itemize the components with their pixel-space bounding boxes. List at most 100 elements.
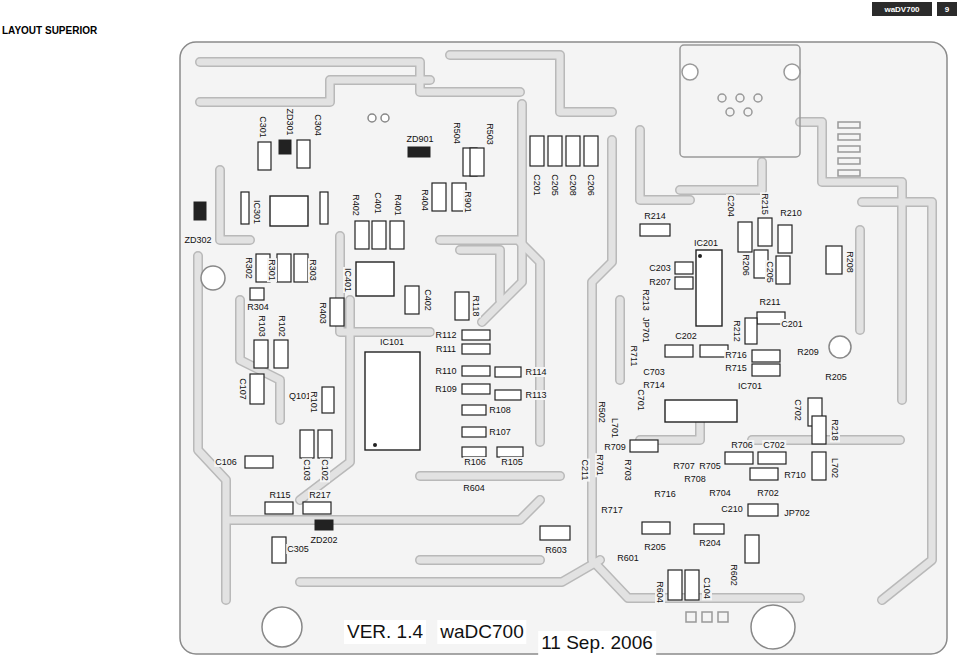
connector-footprint — [754, 94, 762, 102]
part-designator: R601 — [616, 553, 640, 563]
part-designator: R705 — [698, 461, 722, 471]
part-designator: R205 — [643, 542, 667, 552]
component-body — [462, 427, 486, 437]
component-body — [250, 374, 264, 404]
part-designator: R215 — [760, 192, 770, 216]
part-designator: R208 — [845, 250, 855, 274]
component-body — [826, 246, 842, 274]
component-body — [758, 218, 772, 246]
part-designator: IC701 — [737, 381, 763, 391]
component-body — [685, 570, 699, 600]
component-body — [752, 364, 780, 376]
part-designator: R106 — [463, 457, 487, 467]
part-designator: R102 — [277, 314, 287, 338]
part-designator: R109 — [434, 384, 458, 394]
component-body — [462, 405, 486, 415]
part-designator: R101 — [309, 390, 319, 414]
part-designator: R213 — [641, 288, 651, 312]
part-designator: C204 — [726, 194, 736, 218]
part-designator: C206 — [586, 173, 596, 197]
connector-footprint — [682, 64, 698, 80]
part-designator: ZD301 — [285, 107, 295, 136]
board-marking: VER. 1.4 — [344, 620, 426, 644]
component-body — [254, 340, 268, 368]
part-designator: C304 — [313, 113, 323, 137]
component-body — [566, 136, 580, 166]
part-designator: R113 — [525, 390, 548, 400]
component-body — [675, 277, 693, 289]
ic-body — [696, 250, 722, 326]
part-designator: C305 — [286, 544, 310, 554]
part-designator: R715 — [724, 363, 748, 373]
diode-body — [279, 140, 291, 154]
connector-footprint — [838, 170, 860, 176]
part-designator: R404 — [420, 188, 430, 212]
connector-footprint — [726, 108, 734, 116]
part-designator: L701 — [610, 417, 620, 439]
part-designator: JP701 — [641, 316, 651, 344]
component-body — [272, 537, 286, 563]
part-designator: R115 — [269, 490, 292, 500]
part-designator: R301 — [267, 258, 277, 282]
component-body — [405, 286, 419, 314]
part-designator: R211 — [759, 297, 782, 307]
component-body — [584, 136, 598, 166]
part-designator: C210 — [720, 504, 744, 514]
part-designator: R716 — [653, 489, 677, 499]
component-body — [630, 440, 658, 452]
header-text: 9 — [945, 5, 949, 14]
part-designator: R709 — [603, 442, 627, 452]
part-designator: R114 — [525, 367, 548, 377]
component-body — [462, 447, 486, 457]
part-designator: R118 — [471, 295, 481, 318]
ic-body — [270, 196, 308, 226]
part-designator: C208 — [568, 173, 578, 197]
component-body — [390, 221, 404, 249]
component-body — [745, 318, 757, 344]
part-designator: R303 — [308, 258, 318, 282]
component-body — [665, 345, 693, 357]
component-body — [372, 221, 386, 249]
part-designator: R214 — [643, 211, 667, 221]
ic-body — [356, 262, 394, 296]
board-outline — [180, 42, 947, 654]
part-designator: C402 — [423, 288, 433, 312]
component-body — [241, 136, 842, 600]
component-body — [355, 221, 369, 249]
board-outline — [180, 42, 947, 654]
diode-body — [194, 140, 430, 530]
connector-footprint — [718, 94, 726, 102]
component-body — [470, 148, 484, 176]
component-body — [812, 452, 826, 480]
connector-footprint — [736, 94, 744, 102]
part-designator: C301 — [258, 115, 268, 139]
component-body — [497, 447, 523, 457]
component-body — [432, 183, 446, 211]
component-body — [294, 254, 308, 282]
component-body — [640, 224, 670, 236]
copper-trace — [198, 55, 932, 600]
board-marking: 11 Sep. 2006 — [538, 631, 656, 655]
part-designator: C205 — [550, 173, 560, 197]
component-body — [462, 384, 490, 394]
component-body — [462, 330, 490, 340]
connector-footprint — [744, 108, 752, 116]
part-designator: C203 — [648, 263, 672, 273]
part-designator: C401 — [373, 191, 383, 215]
part-designator: R217 — [308, 490, 332, 500]
component-body — [277, 254, 291, 282]
part-designator: R503 — [485, 122, 495, 146]
part-designator: R304 — [246, 302, 270, 312]
part-designator: R717 — [600, 505, 624, 515]
part-designator: L702 — [830, 457, 840, 479]
component-body — [675, 262, 693, 274]
connector-footprint — [680, 45, 860, 622]
mounting-hole — [201, 114, 851, 649]
component-body — [322, 387, 334, 413]
component-body — [320, 192, 328, 224]
connector-footprint — [702, 612, 712, 622]
connector-footprint — [838, 158, 860, 164]
component-body — [738, 222, 752, 252]
part-designator: R704 — [708, 488, 732, 498]
